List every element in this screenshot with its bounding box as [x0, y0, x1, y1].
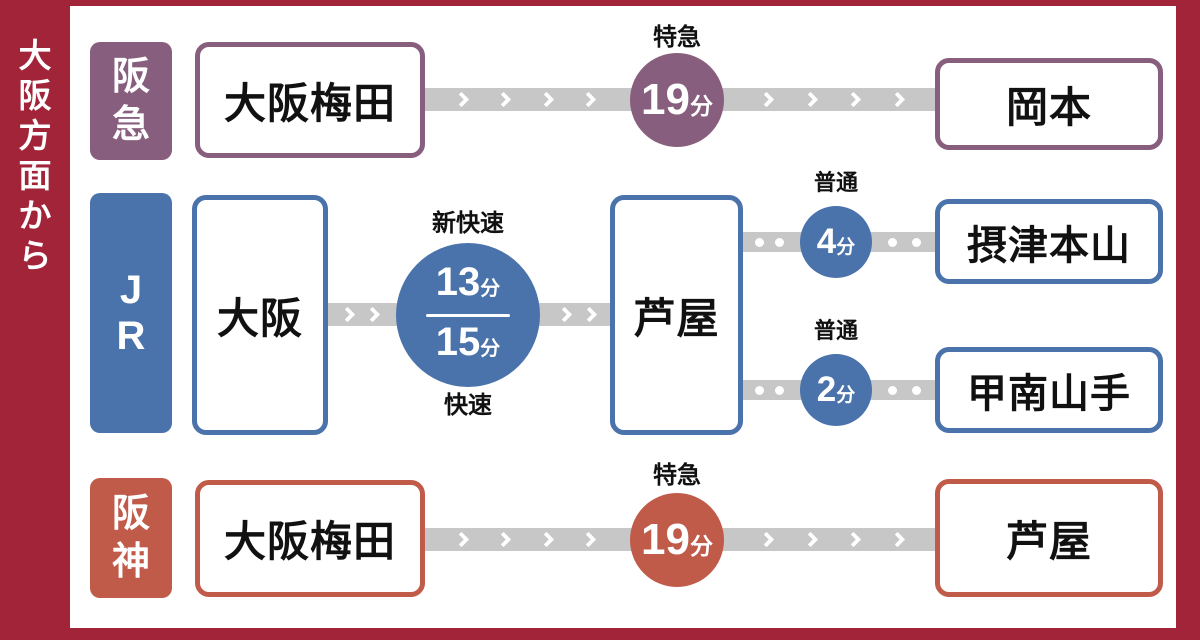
- chevron-icon: [845, 531, 862, 548]
- jr-track-segment-left: [328, 303, 392, 326]
- duration-minutes: 13: [435, 259, 481, 304]
- station-osaka-umeda-hanshin: 大阪梅田: [195, 480, 425, 597]
- duration-minutes: 2: [816, 370, 837, 409]
- chevron-icon: [759, 531, 775, 548]
- station-osaka-umeda-hankyu: 大阪梅田: [195, 42, 425, 158]
- station-ashiya-jr: 芦屋: [610, 195, 743, 435]
- chevron-icon: [580, 531, 597, 548]
- chevron-icon: [759, 91, 775, 108]
- branch-segment-right: [874, 380, 935, 400]
- chevron-icon: [496, 91, 512, 108]
- duration-minutes: 15: [435, 319, 481, 364]
- hanshin-track-segment-left: [425, 528, 625, 551]
- chevron-icon: [496, 531, 512, 548]
- chevron-icon: [889, 91, 905, 108]
- dot-icon: [911, 385, 921, 395]
- chevron-icon: [364, 306, 381, 323]
- hanshin-line-badge: 阪 神: [90, 478, 172, 598]
- hankyu-track-segment-left: [425, 88, 625, 111]
- hankyu-train-type-label: 特急: [653, 24, 701, 51]
- duration-unit: 分: [689, 93, 713, 119]
- jr-local-train-type-label-upper: 普通: [813, 170, 858, 195]
- branch-segment-left: [743, 380, 796, 400]
- dot-icon: [775, 237, 785, 247]
- chevron-icon: [538, 91, 554, 108]
- duration-unit: 分: [836, 237, 856, 258]
- station-ashiya-hanshin: 芦屋: [935, 479, 1163, 597]
- duration-unit: 分: [836, 385, 856, 406]
- duration-unit: 分: [480, 277, 501, 300]
- branch-segment-right: [874, 232, 935, 252]
- chevron-icon: [453, 531, 470, 548]
- hankyu-line-badge: 阪 急: [90, 42, 172, 160]
- chevron-icon: [339, 306, 356, 323]
- chevron-icon: [538, 531, 554, 548]
- chevron-icon: [889, 531, 905, 548]
- diagram-title: 大 阪 方 面 か ら: [18, 37, 52, 274]
- jr-local-train-type-label-lower: 普通: [813, 318, 858, 343]
- dot-icon: [754, 385, 764, 395]
- duration-unit: 分: [480, 337, 501, 360]
- hanshin-train-type-label: 特急: [653, 462, 701, 489]
- hanshin-track-segment-right: [729, 528, 935, 551]
- duration-minutes: 4: [816, 222, 837, 261]
- chevron-icon: [845, 91, 862, 108]
- jr-rapid-train-type-label: 快速: [444, 392, 492, 419]
- chevron-icon: [580, 91, 597, 108]
- jr-track-segment-right: [544, 303, 610, 326]
- duration-unit: 分: [689, 533, 713, 559]
- dot-icon: [888, 385, 898, 395]
- duration-divider: [426, 313, 510, 317]
- jr-fast-train-type-label: 新快速: [432, 210, 504, 237]
- chevron-icon: [453, 91, 470, 108]
- chevron-icon: [556, 306, 572, 323]
- dot-icon: [911, 237, 921, 247]
- chevron-icon: [802, 531, 819, 548]
- duration-minutes: 19: [641, 515, 690, 564]
- chevron-icon: [802, 91, 819, 108]
- chevron-icon: [582, 306, 598, 323]
- branch-segment-left: [743, 232, 796, 252]
- hankyu-track-segment-right: [729, 88, 935, 111]
- dot-icon: [775, 385, 785, 395]
- duration-minutes: 19: [641, 75, 690, 124]
- station-okamoto: 岡本: [935, 58, 1163, 150]
- station-settsu-motoyama: 摂津本山: [935, 199, 1163, 284]
- station-osaka-jr: 大阪: [192, 195, 328, 435]
- station-konan-yamate: 甲南山手: [935, 347, 1163, 433]
- jr-line-badge: J R: [90, 193, 172, 433]
- dot-icon: [754, 237, 764, 247]
- dot-icon: [888, 237, 898, 247]
